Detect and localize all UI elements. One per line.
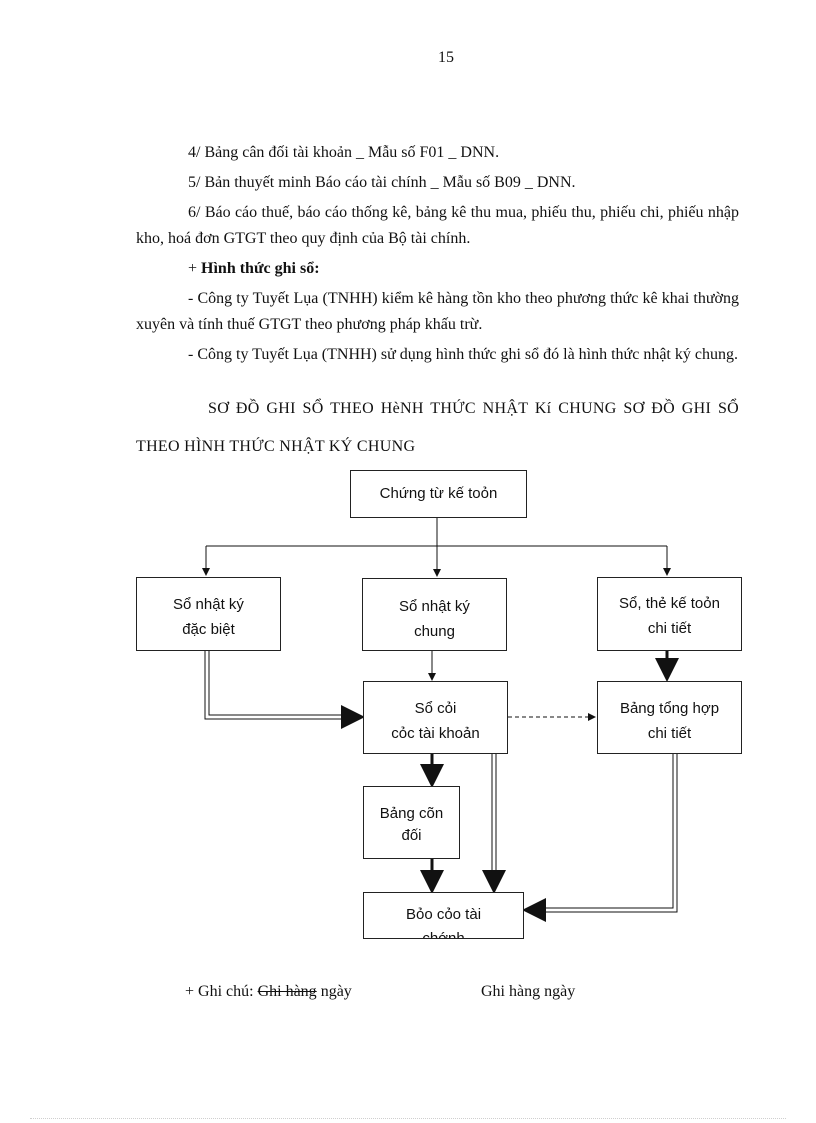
- box-source-documents-label: Chứng từ kế toỏn: [379, 485, 498, 502]
- box-general-journal-line-2: chung: [414, 623, 455, 640]
- paragraph-item-4: 4/ Bảng cân đối tài khoản _ Mẫu số F01 _…: [188, 144, 500, 161]
- box-detail-ledger-line-2: chi tiết: [647, 620, 692, 637]
- page-number: 15: [438, 49, 454, 66]
- double-line-special-a: [204, 650, 358, 720]
- section-title: Hình thức ghi sổ:: [201, 260, 320, 277]
- box-trial-balance: Bảng cõn đối: [363, 786, 460, 859]
- double-line-summary-b: [531, 753, 678, 913]
- bullet-inventory: - Công ty Tuyết Lụa (TNHH) kiểm kê hàng …: [136, 290, 739, 333]
- box-detail-summary: Bảng tổng hợp chi tiết: [597, 681, 742, 754]
- bullet-prefix: +: [188, 260, 202, 277]
- box-detail-ledger: Sổ, thẻ kế toỏn chi tiết: [597, 577, 742, 651]
- box-detail-ledger-line-1: Sổ, thẻ kế toỏn: [619, 595, 720, 612]
- diagram-heading: SƠ ĐỒ GHI SỔ THEO HèNH THỨC NHẬT Kí CHUN…: [136, 400, 739, 455]
- box-general-journal: Sổ nhật ký chung: [362, 578, 507, 651]
- box-general-journal-line-1: Sổ nhật ký: [399, 598, 470, 615]
- box-special-journal: Sổ nhật ký đặc biệt: [136, 577, 281, 651]
- box-trial-balance-line-1: Bảng cõn: [379, 805, 444, 822]
- paragraph-item-5: 5/ Bản thuyết minh Báo cáo tài chính _ M…: [188, 174, 576, 191]
- box-detail-summary-line-2: chi tiết: [647, 725, 692, 742]
- box-general-ledger-line-2: cỏc tài khoản: [391, 725, 480, 742]
- legend-label: + Ghi chú:: [185, 983, 258, 1000]
- page-bottom-divider: [30, 1118, 786, 1119]
- legend-item-daily: Ghi hàng ngày: [481, 983, 576, 1000]
- bullet-journal-form: - Công ty Tuyết Lụa (TNHH) sử dụng hình …: [188, 346, 738, 363]
- box-financial-reports-line-1: Bỏo cỏo tài: [405, 906, 482, 923]
- box-financial-reports: Bỏo cỏo tài chớnh: [363, 892, 524, 939]
- legend-item-daily-strikethrough: Ghi hàng: [257, 983, 317, 1000]
- box-special-journal-line-2: đặc biệt: [182, 621, 235, 638]
- box-general-ledger: Sổ cỏi cỏc tài khoản: [363, 681, 508, 754]
- box-financial-reports-line-2: chớnh: [422, 930, 465, 939]
- box-special-journal-line-1: Sổ nhật ký: [173, 596, 244, 613]
- legend-item-daily-suffix: ngày: [316, 983, 352, 1000]
- double-line-special-b: [208, 650, 358, 716]
- legend-note: + Ghi chú: Ghi hàng ngày: [185, 983, 352, 1001]
- box-source-documents: Chứng từ kế toỏn: [350, 470, 527, 518]
- box-detail-summary-line-1: Bảng tổng hợp: [619, 700, 720, 717]
- double-line-summary-a: [531, 753, 674, 909]
- box-general-ledger-line-1: Sổ cỏi: [414, 700, 457, 717]
- box-trial-balance-line-2: đối: [401, 827, 422, 844]
- bookkeeping-form-line: + Hình thức ghi sổ:: [136, 256, 739, 282]
- paragraph-item-6: 6/ Báo cáo thuế, báo cáo thống kê, bảng …: [136, 204, 739, 247]
